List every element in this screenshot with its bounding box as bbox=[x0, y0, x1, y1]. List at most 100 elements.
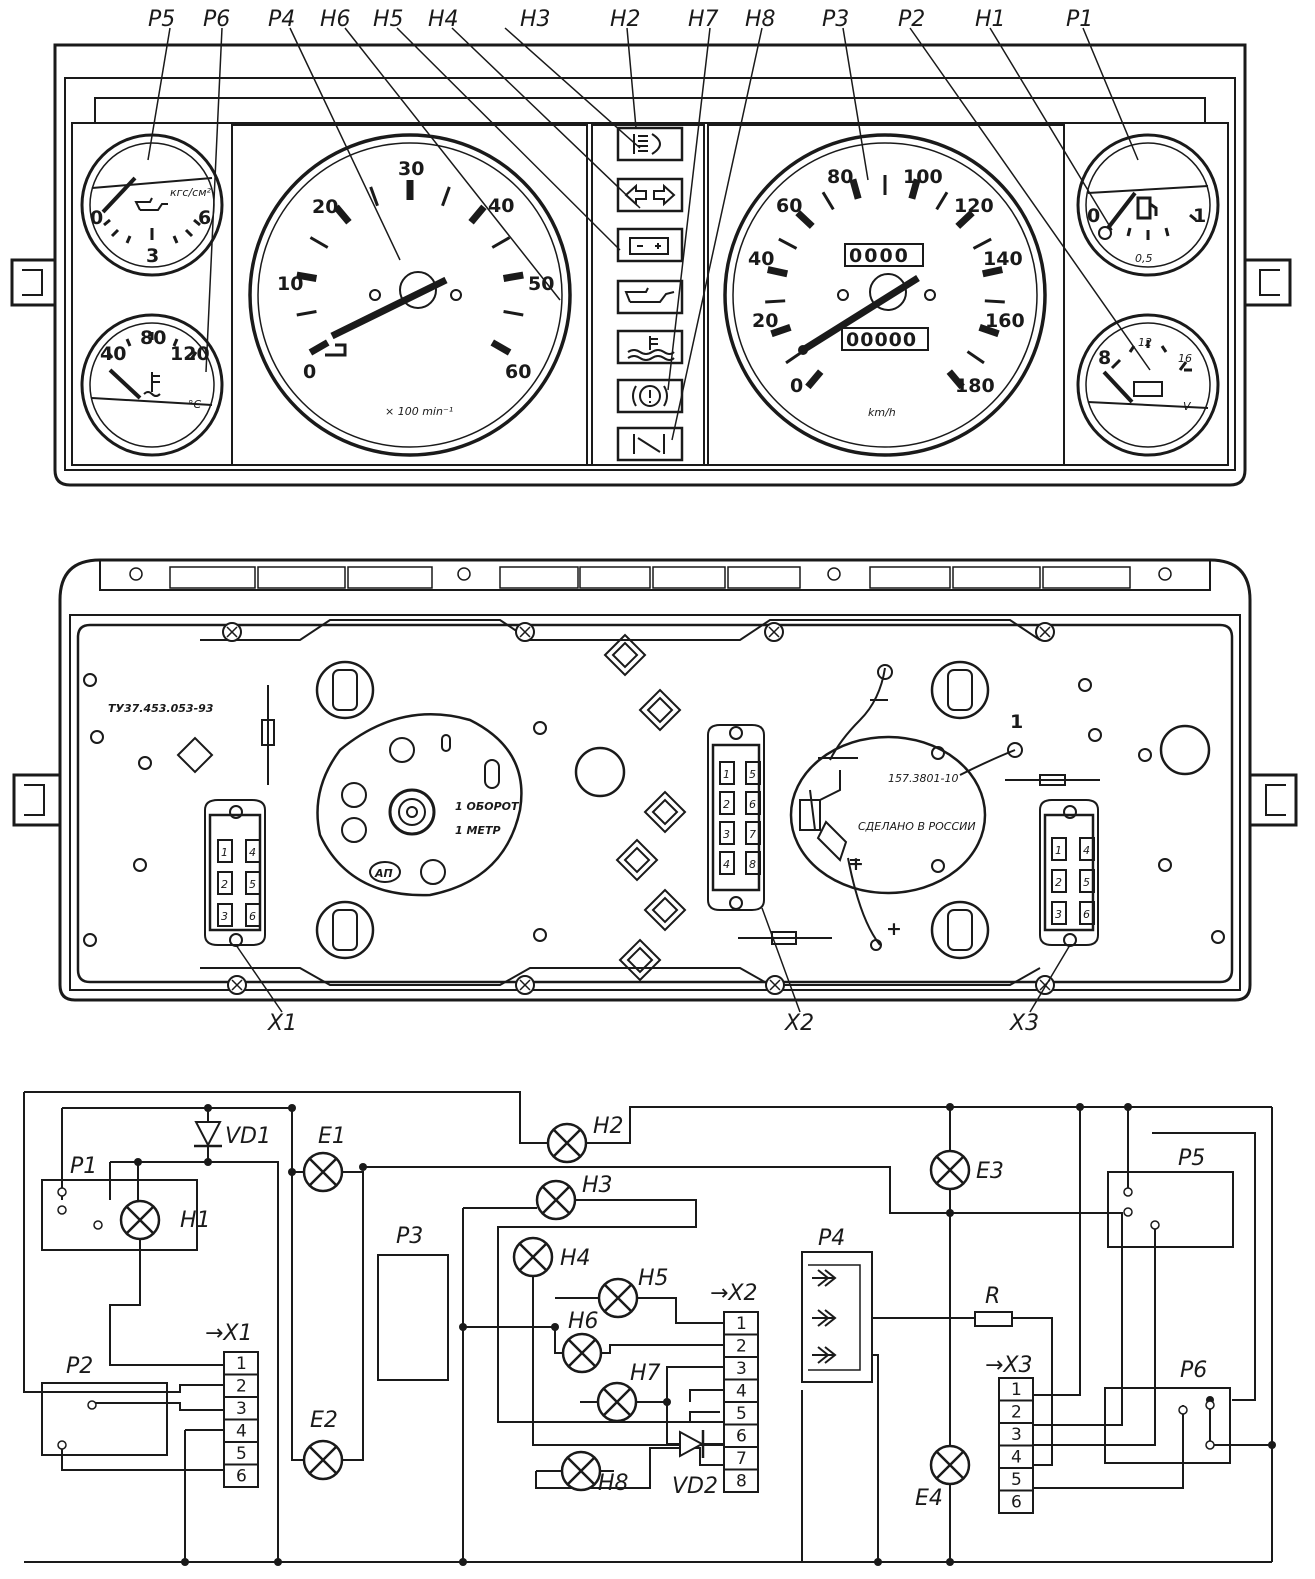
indicator-socket bbox=[603, 633, 647, 677]
wire bbox=[948, 1212, 1123, 1426]
connector-pin bbox=[217, 903, 233, 927]
P2-box bbox=[41, 1382, 168, 1456]
callout-P1: P1 bbox=[1066, 7, 1093, 32]
mount-hole bbox=[1078, 678, 1092, 692]
fuel-tick-1: 1 bbox=[1193, 205, 1206, 227]
dial-tick bbox=[955, 210, 975, 229]
lamp-socket-round bbox=[574, 746, 626, 798]
tachometer-tick-marks bbox=[296, 180, 524, 356]
fuel-tick-half: 0,5 bbox=[1135, 252, 1153, 265]
dial-tick bbox=[765, 299, 786, 304]
wire bbox=[535, 1447, 724, 1489]
mount-hole bbox=[533, 928, 547, 942]
front-panel: 0 3 6 кгс/см² 40 80 120 °C 0 10 20 bbox=[10, 7, 1292, 487]
wire bbox=[1033, 1405, 1184, 1489]
label-H7: H7 bbox=[630, 1361, 661, 1386]
lamp-socket-key bbox=[332, 669, 358, 711]
oil-tick-6: 6 bbox=[198, 207, 211, 229]
coolant-temperature-gauge: 40 80 120 °C bbox=[80, 313, 224, 457]
dial-tick bbox=[766, 266, 789, 278]
wire bbox=[463, 1276, 724, 1446]
callout-H4: H4 bbox=[428, 7, 459, 32]
fuel-tick-0: 0 bbox=[1087, 205, 1100, 227]
wire bbox=[23, 1092, 224, 1393]
callout-P4: P4 bbox=[268, 7, 295, 32]
diode-VD1 bbox=[194, 1121, 222, 1148]
screw-cross bbox=[1039, 626, 1051, 638]
connector-pin-number: 6 bbox=[749, 798, 756, 811]
dial-tick bbox=[978, 324, 1000, 338]
screw-cross bbox=[768, 626, 780, 638]
lamp-socket-round bbox=[1159, 724, 1211, 776]
dial-tick bbox=[849, 178, 862, 200]
dial-tick bbox=[795, 210, 815, 229]
speedo-tick-20: 20 bbox=[752, 310, 778, 332]
junction-dot bbox=[204, 1158, 212, 1166]
wire bbox=[580, 1366, 724, 1403]
mount-hole bbox=[133, 858, 147, 872]
label-P4: P4 bbox=[818, 1226, 845, 1251]
lamp-cross-H8 bbox=[567, 1457, 595, 1485]
indicator-socket bbox=[618, 938, 662, 982]
pin-number: 3 bbox=[736, 1359, 747, 1379]
connector-pin bbox=[245, 903, 261, 927]
voltmeter: 8 12 16 V bbox=[1076, 313, 1220, 457]
pin-number: 1 bbox=[1011, 1380, 1022, 1400]
pin-cell bbox=[723, 1468, 759, 1493]
screw-cross bbox=[519, 979, 531, 991]
schematic-terminals bbox=[57, 1103, 1276, 1566]
tach-tick-50: 50 bbox=[528, 273, 554, 295]
speedo-tick-100: 100 bbox=[903, 166, 943, 188]
connector-pin-number: 4 bbox=[249, 846, 256, 859]
junction-dot bbox=[1076, 1103, 1084, 1111]
tach-tick-30: 30 bbox=[398, 158, 424, 180]
connector-pin bbox=[719, 761, 735, 785]
connector-label-X3: X3 bbox=[1009, 1011, 1039, 1036]
speedometer-back-housing: 157.3801-10 СДЕЛАНО В РОССИИ 1 + + bbox=[738, 664, 1100, 951]
dial-tick bbox=[296, 271, 318, 282]
connector-pin-number: 5 bbox=[1083, 876, 1090, 889]
speedo-tick-120: 120 bbox=[954, 195, 994, 217]
lamp-socket bbox=[930, 900, 990, 960]
lamp-socket-key bbox=[947, 669, 973, 711]
pin-number: 2 bbox=[1011, 1403, 1022, 1423]
connector-pin bbox=[245, 871, 261, 895]
R-resistor bbox=[974, 1311, 1013, 1327]
terminal bbox=[1205, 1400, 1215, 1410]
mount-hole bbox=[1211, 930, 1225, 944]
label-H2: H2 bbox=[593, 1114, 624, 1139]
connector-pin-number: 1 bbox=[221, 846, 228, 859]
junction-dot bbox=[1268, 1441, 1276, 1449]
wire bbox=[462, 1199, 724, 1562]
label-E2: E2 bbox=[310, 1408, 338, 1433]
wire bbox=[61, 1445, 224, 1471]
pin-number: 6 bbox=[1011, 1493, 1022, 1513]
wire bbox=[872, 1354, 879, 1562]
junction-dot bbox=[204, 1104, 212, 1112]
callout-H8: H8 bbox=[745, 7, 776, 32]
terminal bbox=[1205, 1440, 1215, 1450]
connector-label-X2: X2 bbox=[784, 1011, 814, 1036]
junction-dot bbox=[274, 1558, 282, 1566]
mount-hole bbox=[1158, 858, 1172, 872]
oil-can-icon bbox=[616, 279, 684, 315]
callout-P2: P2 bbox=[898, 7, 925, 32]
connector-pin-number: 2 bbox=[723, 798, 730, 811]
dial-tick bbox=[946, 369, 965, 390]
x1-ref: →X1 bbox=[205, 1321, 253, 1346]
lamp-socket bbox=[315, 900, 375, 960]
speedometer: 0 20 40 60 80 100 120 140 160 180 0000 0… bbox=[723, 133, 1047, 457]
label-H5: H5 bbox=[638, 1266, 669, 1291]
terminal bbox=[1178, 1405, 1188, 1415]
pin-number: 5 bbox=[736, 1404, 747, 1424]
temp-tick-120: 120 bbox=[170, 343, 210, 365]
screw-cross bbox=[519, 626, 531, 638]
label-VD1: VD1 bbox=[225, 1124, 271, 1149]
label-H4: H4 bbox=[560, 1246, 591, 1271]
speedo-code: 157.3801-10 bbox=[888, 772, 958, 785]
callout-H2: H2 bbox=[610, 7, 641, 32]
lamp-cross-E4 bbox=[936, 1451, 964, 1479]
P4-box bbox=[801, 1251, 873, 1383]
